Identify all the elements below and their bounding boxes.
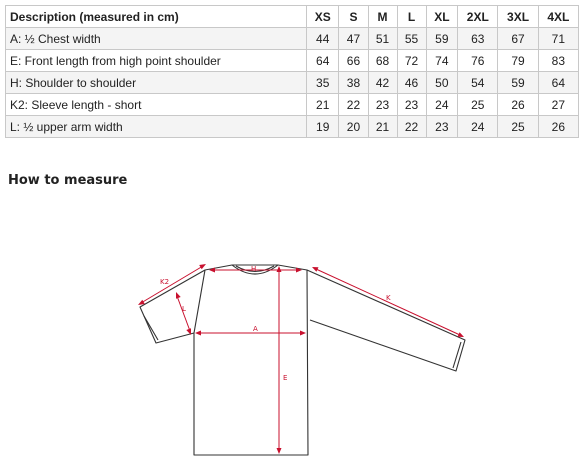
label-k: K: [386, 294, 391, 302]
cell-value: 55: [396, 27, 427, 50]
cell-value: 22: [338, 93, 369, 116]
measure-line-k2: [140, 265, 204, 304]
arrowhead-e-bottom: [276, 448, 282, 454]
table-row-chest-width: A: ½ Chest width 44 47 51 55 59 63 67 71: [5, 27, 580, 50]
cell-value: 27: [537, 93, 580, 116]
garment-left-sleeve: [139, 269, 206, 344]
cell-value: 46: [396, 71, 427, 94]
label-a: A: [253, 325, 258, 333]
garment-left-cuff: [143, 315, 159, 341]
label-k2: K2: [160, 278, 169, 286]
arrowhead-a-right: [300, 330, 306, 336]
arrowhead-k2-right: [199, 264, 206, 270]
garment-right-cuff: [452, 341, 462, 369]
cell-value: 83: [537, 49, 580, 72]
cell-value: 64: [305, 49, 340, 72]
cell-value: 67: [497, 27, 539, 50]
cell-value: 19: [305, 115, 340, 138]
cell-value: 63: [457, 27, 499, 50]
arrowhead-e-top: [276, 266, 282, 272]
garment-neck-rib: [235, 265, 275, 273]
row-label: L: ½ upper arm width: [5, 115, 307, 138]
label-l: L: [182, 305, 186, 313]
arrowhead-k-bottom: [457, 332, 464, 337]
cell-value: 76: [457, 49, 499, 72]
table-row-shoulder: H: Shoulder to shoulder 35 38 42 46 50 5…: [5, 71, 580, 94]
cell-value: 72: [396, 49, 427, 72]
cell-value: 47: [338, 27, 369, 50]
arrowhead-a-left: [195, 330, 201, 336]
header-size-4xl: 4XL: [537, 5, 580, 28]
cell-value: 66: [338, 49, 369, 72]
table-row-front-length: E: Front length from high point shoulder…: [5, 49, 580, 72]
cell-value: 23: [367, 93, 398, 116]
cell-value: 51: [367, 27, 398, 50]
cell-value: 23: [425, 115, 459, 138]
arrowhead-l-bottom: [186, 328, 191, 335]
cell-value: 38: [338, 71, 369, 94]
cell-value: 21: [367, 115, 398, 138]
arrowhead-l-top: [176, 292, 181, 299]
how-to-measure-heading: How to measure: [8, 173, 128, 188]
garment-right-sleeve: [306, 269, 466, 372]
arrowhead-h-right: [296, 267, 302, 273]
table-row-sleeve-length: K2: Sleeve length - short 21 22 23 23 24…: [5, 93, 580, 116]
cell-value: 20: [338, 115, 369, 138]
cell-value: 71: [537, 27, 580, 50]
cell-value: 54: [457, 71, 499, 94]
cell-value: 42: [367, 71, 398, 94]
cell-value: 22: [396, 115, 427, 138]
row-label: K2: Sleeve length - short: [5, 93, 307, 116]
arrowhead-k-top: [312, 267, 319, 272]
label-e: E: [283, 374, 287, 382]
cell-value: 68: [367, 49, 398, 72]
cell-value: 24: [457, 115, 499, 138]
arrowhead-k2-left: [138, 299, 145, 305]
row-label: A: ½ Chest width: [5, 27, 307, 50]
label-h: H: [251, 265, 256, 273]
cell-value: 35: [305, 71, 340, 94]
cell-value: 25: [497, 115, 539, 138]
row-label: E: Front length from high point shoulder: [5, 49, 307, 72]
garment-body-outline: [193, 264, 309, 456]
measure-line-k: [315, 268, 461, 336]
cell-value: 21: [305, 93, 340, 116]
arrowhead-h-left: [209, 267, 215, 273]
measure-line-l: [176, 295, 191, 332]
table-row-upper-arm: L: ½ upper arm width 19 20 21 22 23 24 2…: [5, 115, 580, 138]
cell-value: 23: [396, 93, 427, 116]
cell-value: 26: [537, 115, 580, 138]
size-chart-table: Description (measured in cm) XS S M L XL…: [5, 5, 580, 138]
cell-value: 24: [425, 93, 459, 116]
table-header-row: Description (measured in cm) XS S M L XL…: [5, 5, 580, 28]
cell-value: 25: [457, 93, 499, 116]
garment-neckline: [231, 264, 279, 275]
